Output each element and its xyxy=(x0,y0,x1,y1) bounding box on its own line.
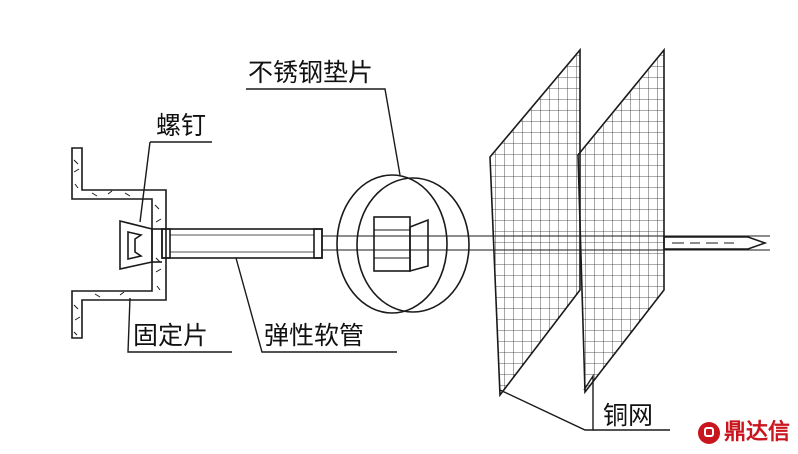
watermark: 鼎达信 xyxy=(697,420,790,445)
label-stainless-washer: 不锈钢垫片 xyxy=(248,58,374,87)
label-elastic-hose: 弹性软管 xyxy=(264,321,365,350)
leader-lines xyxy=(127,88,670,431)
copper-mesh-rear xyxy=(577,47,665,395)
screw xyxy=(119,219,162,270)
label-screw: 螺钉 xyxy=(156,111,207,140)
label-copper-mesh: 铜网 xyxy=(603,401,654,430)
shaft-tip xyxy=(663,236,768,250)
copper-mesh-front xyxy=(489,47,581,398)
stainless-washer xyxy=(336,174,470,314)
label-fixing-bracket: 固定片 xyxy=(133,321,209,350)
watermark-text: 鼎达信 xyxy=(723,420,790,445)
watermark-logo-icon xyxy=(697,422,720,444)
fixing-bracket xyxy=(71,147,167,339)
